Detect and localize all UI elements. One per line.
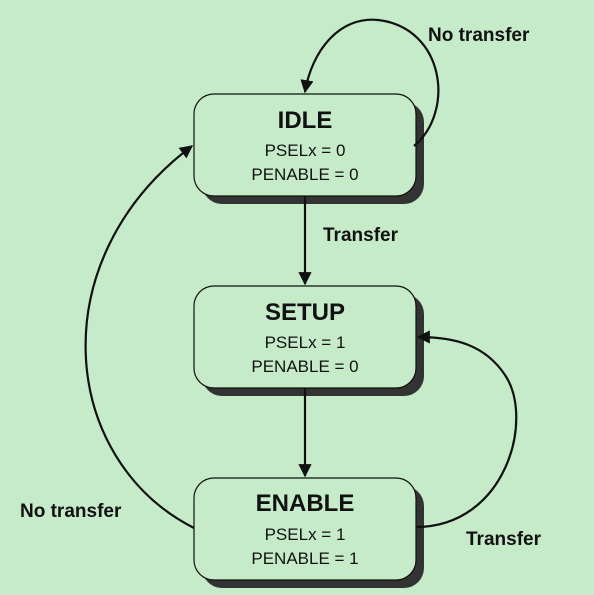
state-idle-title: IDLE <box>278 107 333 134</box>
label-idle-self-loop: No transfer <box>428 25 530 46</box>
state-enable-title: ENABLE <box>256 490 355 517</box>
state-setup: SETUP PSELx = 1 PENABLE = 0 <box>193 285 424 396</box>
state-idle: IDLE PSELx = 0 PENABLE = 0 <box>193 93 424 204</box>
state-enable-psel: PSELx = 1 <box>265 525 346 544</box>
label-idle-to-setup: Transfer <box>323 225 399 246</box>
edge-enable-to-idle <box>84 145 195 529</box>
state-setup-penable: PENABLE = 0 <box>251 357 358 376</box>
label-enable-to-idle: No transfer <box>20 501 122 522</box>
edge-idle-self-loop <box>300 18 440 147</box>
state-idle-psel: PSELx = 0 <box>265 141 346 160</box>
state-enable: ENABLE PSELx = 1 PENABLE = 1 <box>193 477 424 588</box>
label-enable-to-setup: Transfer <box>466 529 542 550</box>
state-enable-penable: PENABLE = 1 <box>251 549 358 568</box>
edge-enable-to-setup <box>415 330 518 529</box>
state-idle-penable: PENABLE = 0 <box>251 165 358 184</box>
state-enable-box <box>193 477 417 581</box>
state-setup-psel: PSELx = 1 <box>265 333 346 352</box>
state-setup-title: SETUP <box>265 299 345 326</box>
